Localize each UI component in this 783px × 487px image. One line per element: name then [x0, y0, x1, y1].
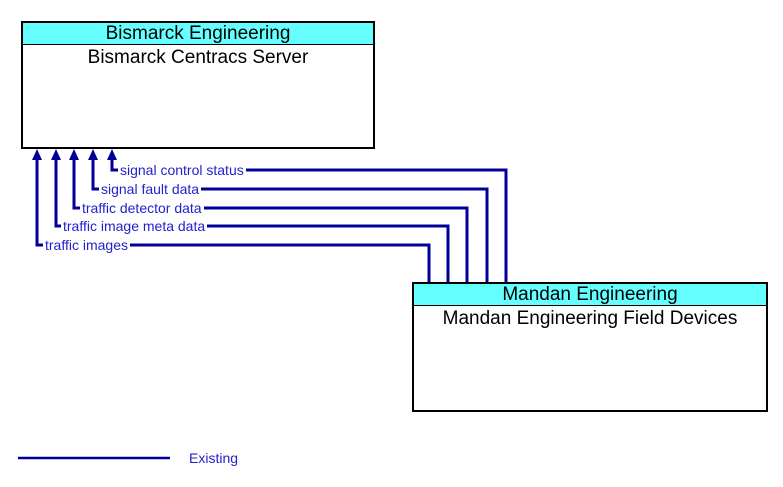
arrow-up-icon: [88, 149, 98, 160]
flow-label-signal-fault-data: signal fault data: [99, 181, 202, 197]
entity-box-bismarck-centracs-server: Bismarck Engineering Bismarck Centracs S…: [21, 21, 375, 149]
entity-box-mandan-field-devices: Mandan Engineering Mandan Engineering Fi…: [412, 282, 768, 412]
legend-existing-label: Existing: [189, 450, 239, 466]
flow-label-traffic-image-meta-data: traffic image meta data: [61, 218, 208, 234]
flow-label-signal-control-status: signal control status: [118, 162, 246, 178]
entity-title-mandan-field-devices: Mandan Engineering Field Devices: [442, 308, 738, 329]
arrow-up-icon: [51, 149, 61, 160]
flow-label-traffic-images: traffic images: [43, 237, 130, 253]
flow-connector-traffic-detector-data: [69, 149, 469, 284]
flow-connector-signal-control-status: [107, 149, 508, 284]
entity-title-bismarck-centracs-server: Bismarck Centracs Server: [87, 47, 309, 68]
arrow-up-icon: [32, 149, 42, 160]
flow-connector-traffic-images: [32, 149, 431, 284]
entity-header-bismarck-engineering: Bismarck Engineering: [23, 23, 373, 45]
arrow-up-icon: [69, 149, 79, 160]
arrow-up-icon: [107, 149, 117, 160]
flow-connector-traffic-image-meta-data: [51, 149, 450, 284]
flow-connector-signal-fault-data: [88, 149, 489, 284]
entity-header-mandan-engineering: Mandan Engineering: [414, 284, 766, 306]
flow-label-traffic-detector-data: traffic detector data: [80, 200, 204, 216]
